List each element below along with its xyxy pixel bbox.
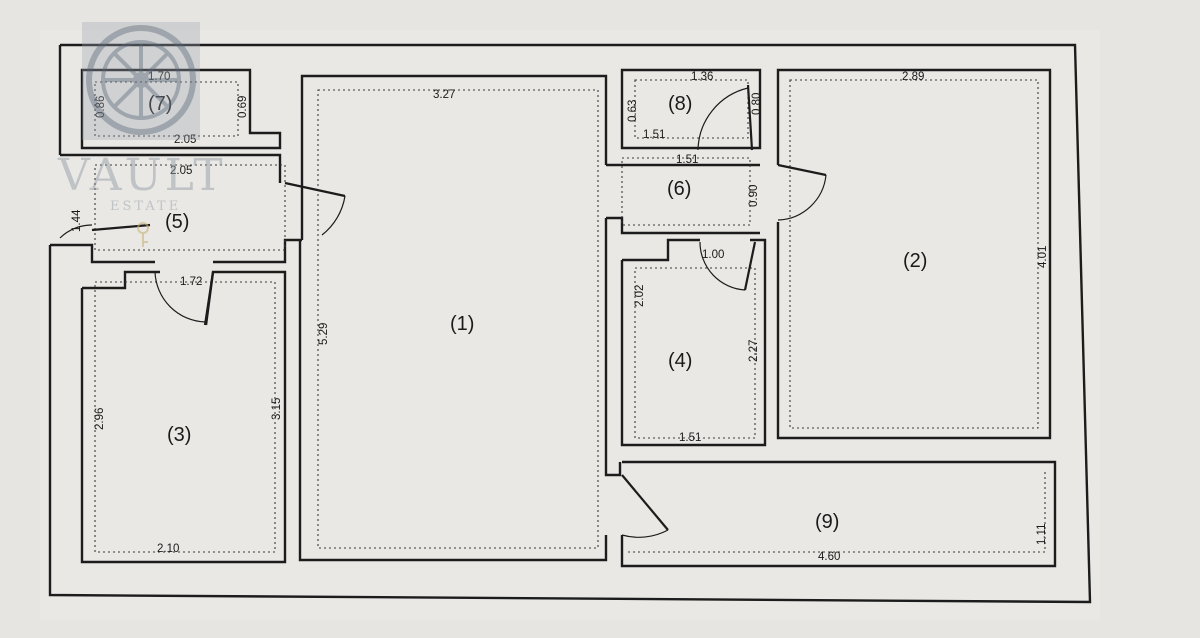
dim-room-1-width: 3.27: [433, 89, 455, 101]
room-5-right-wall: [213, 238, 302, 264]
dim-room-3-right: 3.15: [271, 398, 283, 420]
dim-room-7-bottom: 2.05: [174, 134, 196, 146]
room-label-5: (5): [165, 211, 189, 233]
key-icon: [137, 222, 149, 247]
paper-sheet: [40, 30, 1100, 620]
outer-wall: [48, 43, 1092, 604]
door-room-1: [284, 181, 346, 236]
room-9-inner: [628, 472, 1046, 553]
door-room-3: [154, 271, 215, 326]
door-room-9: [621, 474, 669, 538]
dim-room-2-length: 4.01: [1037, 246, 1049, 268]
room-label-1: (1): [450, 313, 474, 335]
room-5-top-wall: [60, 153, 282, 183]
room-3-top-left-wall: [82, 270, 160, 290]
vault-estate-watermark: VAULT ESTATE: [57, 22, 226, 247]
dim-room-4-door: 1.00: [702, 249, 724, 261]
door-room-4: [699, 241, 757, 291]
room-4-inner: [634, 267, 756, 439]
room-1-bottom-walls: [298, 240, 608, 562]
dim-room-1-length: 5.29: [318, 323, 330, 345]
vault-logo-icon: [82, 22, 200, 140]
room-3-inner: [94, 281, 276, 553]
dim-room-8-left: 0.63: [627, 100, 639, 122]
room-label-3: (3): [167, 424, 191, 446]
dim-room-5-left: 1.44: [71, 209, 83, 232]
dim-room-8-top: 1.36: [691, 71, 713, 83]
watermark-brand-sub: ESTATE: [110, 199, 181, 214]
dim-room-4-width: 1.51: [679, 432, 701, 444]
room-1-inner: [317, 89, 599, 549]
dim-room-8-right: 0.80: [751, 93, 763, 115]
dim-room-4-right: 2.27: [748, 340, 760, 362]
door-room-8: [697, 84, 754, 151]
room-label-9: (9): [815, 511, 839, 533]
room-6-inner: [621, 157, 751, 226]
dim-room-5-width: 2.05: [170, 165, 192, 177]
watermark-brand-name: VAULT: [57, 150, 226, 201]
room-8-walls: [620, 68, 762, 150]
dim-room-5-bottom: 1.72: [180, 276, 202, 288]
room-6-bottom-wall: [606, 216, 760, 235]
entrance-door: [59, 223, 151, 239]
dim-room-9-depth: 1.11: [1036, 523, 1048, 545]
room-2-walls: [776, 68, 1052, 440]
room-8-inner: [634, 79, 749, 139]
room-2-inner: [789, 79, 1039, 429]
dim-room-3-width: 2.10: [157, 543, 179, 555]
room-label-6: (6): [667, 178, 691, 200]
room-4-top-wall: [622, 238, 700, 262]
dim-room-7-right: 0.69: [237, 96, 249, 118]
room-label-8: (8): [668, 93, 692, 115]
dim-room-8-bottom: 1.51: [643, 129, 665, 141]
dim-room-6-length: 0.90: [748, 185, 760, 207]
room-7-walls: [80, 68, 282, 150]
room-5-left-wall: [50, 243, 155, 264]
room-4-walls: [620, 238, 767, 447]
room-5-inner: [94, 164, 286, 251]
dim-room-2-width: 2.89: [902, 71, 924, 83]
room-1-right-wall: [604, 218, 622, 477]
room-label-2: (2): [903, 250, 927, 272]
dim-room-9-width: 4.60: [818, 551, 840, 563]
dim-room-3-left: 2.96: [94, 408, 106, 430]
room-1-top-walls: [300, 74, 608, 240]
room-9-walls: [620, 460, 1057, 568]
door-room-2: [777, 163, 827, 221]
dim-room-4-left: 2.02: [634, 285, 646, 307]
room-label-4: (4): [668, 350, 692, 372]
dim-room-6-width: 1.51: [676, 154, 698, 166]
